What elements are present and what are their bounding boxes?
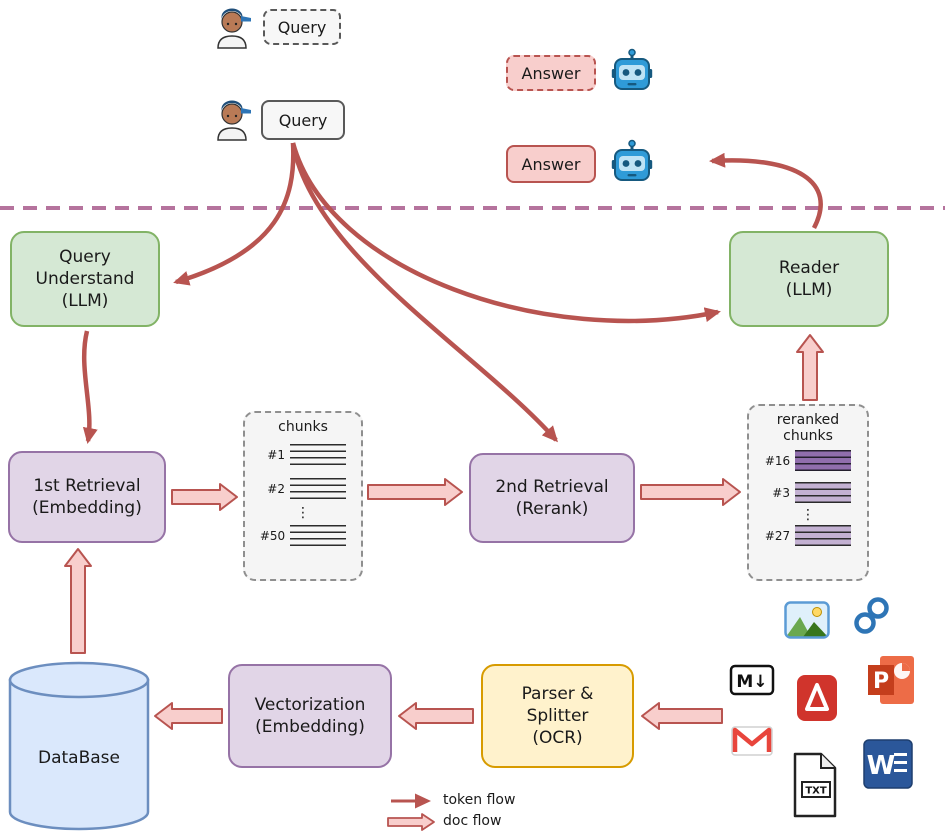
node-label-line: (Embedding) bbox=[32, 498, 142, 518]
doc-arrow-parser-to-vectorization bbox=[398, 702, 474, 730]
chunk-row: #27 bbox=[764, 525, 852, 547]
chunk-id: #3 bbox=[772, 485, 790, 500]
node-label-line: (LLM) bbox=[61, 291, 109, 312]
doc-arrow-reranked-to-reader bbox=[796, 334, 824, 401]
node-label-line: Query bbox=[59, 246, 111, 267]
token-arrow-reader-to-answer bbox=[709, 152, 823, 230]
doc-arrow-database-to-first-retrieval bbox=[64, 548, 92, 654]
doc-arrow-first-retrieval-to-chunks bbox=[171, 483, 238, 511]
gmail-icon bbox=[731, 726, 773, 756]
doc-arrow-vectorization-to-database bbox=[154, 702, 223, 730]
robot-icon bbox=[611, 139, 653, 181]
node-label-line: 2nd Retrieval bbox=[495, 476, 609, 497]
legend-doc-arrow bbox=[387, 813, 435, 831]
node-label-line: Splitter bbox=[526, 705, 589, 726]
reranked-title-line: reranked bbox=[776, 412, 840, 428]
legend-token-flow: token flow bbox=[443, 792, 516, 808]
user-icon bbox=[217, 8, 251, 49]
chunk-id: #16 bbox=[764, 453, 791, 468]
chunk-row: #50 bbox=[259, 525, 347, 547]
database-label: DataBase bbox=[38, 748, 120, 768]
markdown-label: M↓ bbox=[736, 672, 767, 692]
node-label-line: (Embedding) bbox=[255, 717, 365, 737]
reranked-chunks-box: reranked chunks #16 #3 ⋮ #27 bbox=[747, 404, 869, 581]
chunk-row: #3 bbox=[765, 482, 851, 504]
text-lines-icon bbox=[290, 444, 346, 466]
query-box-dashed: Query bbox=[263, 9, 341, 45]
query-label: Query bbox=[278, 110, 328, 130]
chunk-id: #2 bbox=[267, 481, 285, 496]
chunk-row: #2 bbox=[260, 478, 346, 500]
query-label: Query bbox=[277, 17, 327, 37]
image-icon bbox=[784, 601, 830, 639]
user-icon bbox=[217, 100, 251, 141]
reranked-title-line: chunks bbox=[783, 428, 833, 445]
answer-label: Answer bbox=[521, 63, 581, 83]
node-label-line: (OCR) bbox=[532, 728, 583, 749]
word-label: W bbox=[867, 751, 896, 781]
query-understand-node: Query Understand (LLM) bbox=[10, 231, 160, 327]
chunk-row: #1 bbox=[260, 444, 346, 466]
highlighted-text-lines-icon bbox=[795, 482, 851, 504]
pdf-icon bbox=[797, 675, 837, 721]
doc-arrow-chunks-to-second-retrieval bbox=[367, 478, 463, 506]
answer-label: Answer bbox=[521, 154, 581, 174]
text-lines-icon bbox=[290, 478, 346, 500]
reader-node: Reader (LLM) bbox=[729, 231, 889, 327]
node-label-line: Parser & bbox=[521, 683, 594, 704]
answer-box-dashed: Answer bbox=[506, 55, 596, 91]
ellipsis: ⋮ bbox=[801, 507, 815, 524]
chunk-row: #16 bbox=[764, 450, 852, 472]
first-retrieval-node: 1st Retrieval (Embedding) bbox=[8, 451, 166, 543]
query-box: Query bbox=[261, 100, 345, 140]
chunks-box: chunks #1 #2 ⋮ #50 bbox=[243, 411, 363, 581]
word-icon: W bbox=[863, 739, 913, 789]
chunk-id: #50 bbox=[259, 528, 286, 543]
chunk-id: #27 bbox=[764, 528, 791, 543]
node-label-line: Vectorization bbox=[254, 694, 366, 715]
parser-splitter-node: Parser & Splitter (OCR) bbox=[481, 664, 634, 768]
ellipsis: ⋮ bbox=[296, 505, 310, 522]
node-label-line: Understand bbox=[35, 268, 135, 289]
token-arrow-understand-to-first-retrieval bbox=[82, 330, 98, 444]
node-label-line: 1st Retrieval bbox=[33, 475, 141, 496]
second-retrieval-node: 2nd Retrieval (Rerank) bbox=[469, 453, 635, 543]
chunk-id: #1 bbox=[267, 447, 285, 462]
txt-label: TXT bbox=[805, 786, 827, 797]
node-label-line: Reader bbox=[778, 257, 840, 278]
txt-file-icon: TXT bbox=[793, 752, 837, 818]
answer-box: Answer bbox=[506, 145, 596, 183]
node-label-line: (LLM) bbox=[785, 280, 833, 300]
doc-arrow-second-retrieval-to-reranked bbox=[640, 478, 741, 506]
vectorization-node: Vectorization (Embedding) bbox=[228, 664, 392, 768]
chunks-title: chunks bbox=[278, 419, 328, 435]
powerpoint-icon: P bbox=[868, 656, 914, 704]
powerpoint-label: P bbox=[873, 669, 889, 694]
doc-arrow-files-to-parser bbox=[641, 702, 723, 730]
highlighted-text-lines-icon bbox=[795, 525, 852, 547]
hyperlink-icon bbox=[854, 597, 889, 634]
text-lines-icon bbox=[290, 525, 347, 547]
node-label-line: (Rerank) bbox=[515, 499, 589, 519]
legend-doc-flow: doc flow bbox=[443, 813, 502, 829]
markdown-icon: M↓ bbox=[729, 664, 775, 696]
robot-icon bbox=[611, 48, 653, 90]
token-arrow-query-to-second-retrieval bbox=[290, 142, 558, 443]
highlighted-text-lines-icon bbox=[795, 450, 852, 472]
token-arrow-query-to-understand bbox=[173, 142, 296, 286]
database-cylinder bbox=[8, 661, 150, 831]
